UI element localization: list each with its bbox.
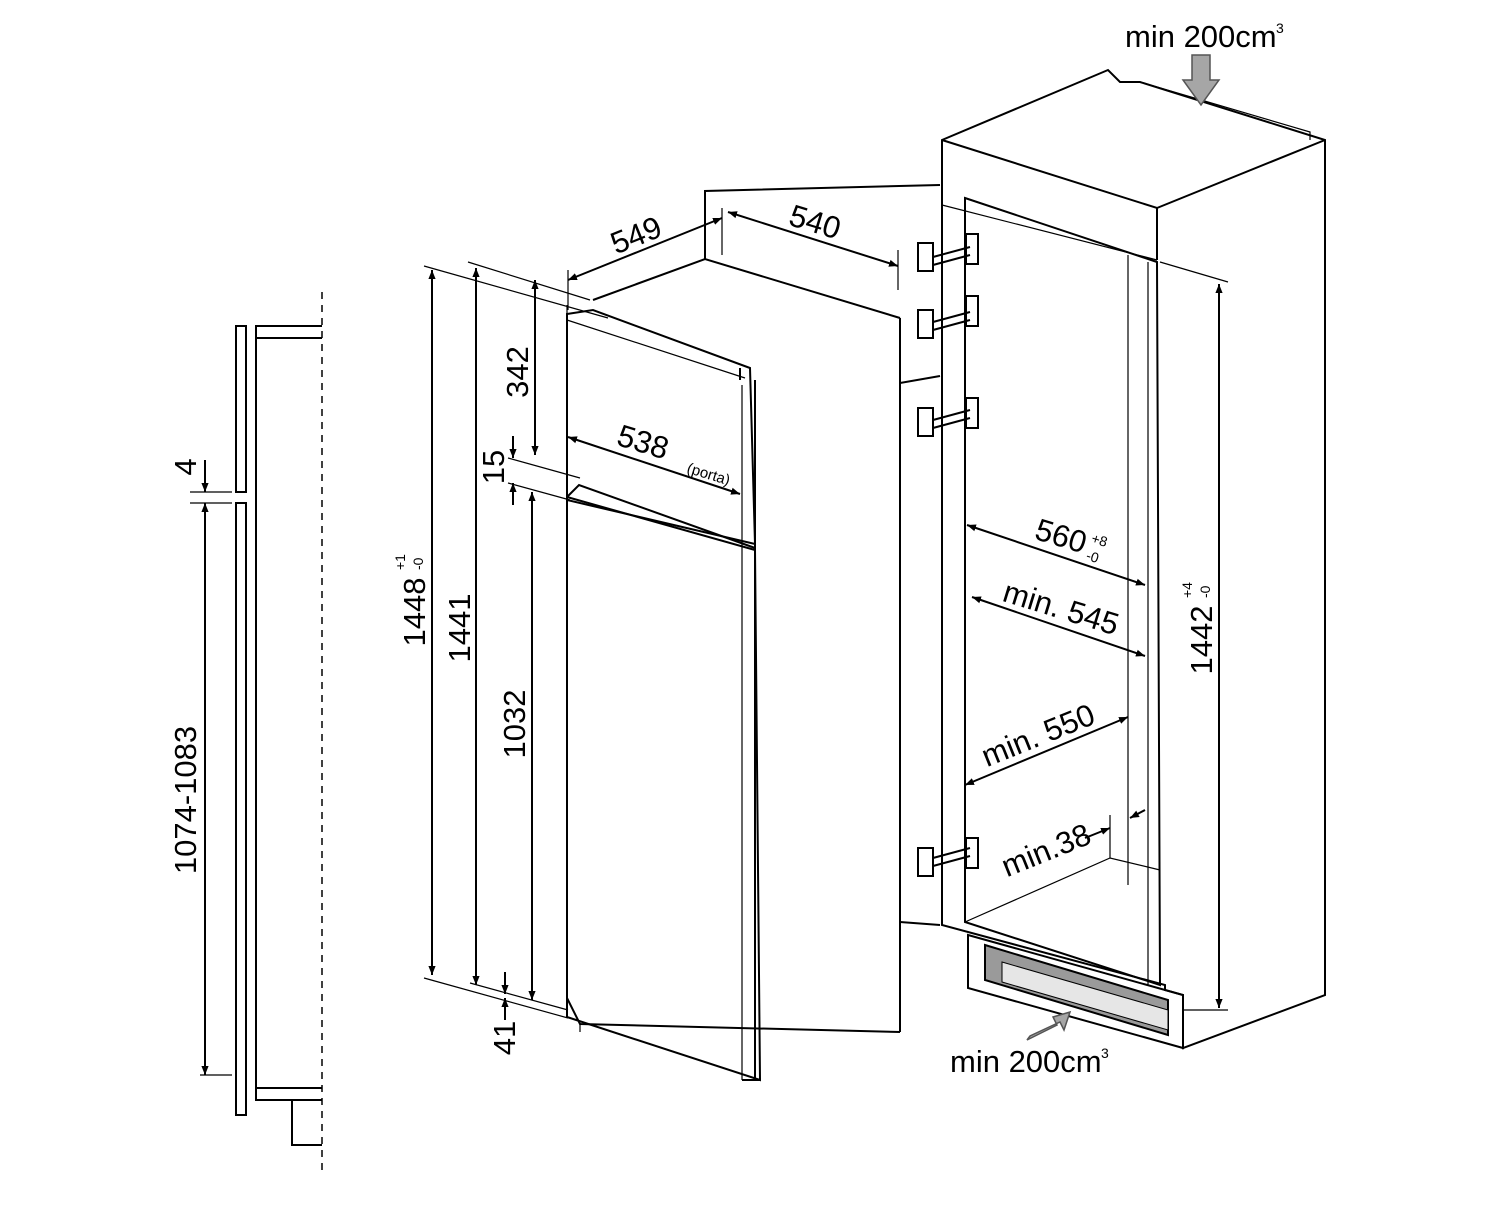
niche-cabinet: min 200cm 3 min 200cm 3 560 +8 -0 min. 5… <box>917 19 1326 1079</box>
depth-dim-line <box>567 217 723 281</box>
svg-text:+8: +8 <box>1090 530 1110 550</box>
hinge-icon <box>917 295 979 339</box>
svg-text:min 200cm: min 200cm <box>1125 19 1277 54</box>
hinge-icon <box>917 397 979 437</box>
door-gap-label: 15 <box>476 450 511 484</box>
lower-door-label: 1074-1083 <box>168 726 203 874</box>
upper-door-panel <box>235 325 247 493</box>
width-dim-line <box>727 211 899 267</box>
svg-text:3: 3 <box>1101 1045 1109 1061</box>
svg-text:1448: 1448 <box>397 578 432 647</box>
width-label: 540 <box>785 198 845 247</box>
svg-text:(porta): (porta) <box>685 460 732 489</box>
top-vent-label: min 200cm 3 <box>1125 19 1284 54</box>
niche-min-depth-dim-line <box>964 716 1129 786</box>
niche-width-label: 560 +8 -0 <box>1031 512 1110 566</box>
top-vent-arrow-icon <box>1181 54 1221 107</box>
svg-text:560: 560 <box>1031 512 1091 561</box>
depth-label: 549 <box>606 209 667 261</box>
appliance-drawing: 549 540 1448 +1 -0 1441 342 15 1032 <box>392 184 941 1082</box>
svg-text:+1: +1 <box>392 554 408 570</box>
niche-width-dim-line <box>966 524 1146 586</box>
gap-label: 4 <box>168 458 203 475</box>
svg-text:1442: 1442 <box>1184 606 1219 675</box>
hinge-icon <box>917 233 979 272</box>
bottom-vent-arrow-icon <box>1026 1010 1072 1041</box>
niche-height-label: 1442 +4 -0 <box>1179 582 1219 675</box>
fridge-door-label: 1032 <box>497 690 532 759</box>
lower-door-panel <box>235 502 247 1116</box>
niche-min-gap-label: min.38 <box>996 817 1095 884</box>
cabinet-outline <box>941 68 1326 1050</box>
svg-text:3: 3 <box>1276 20 1284 36</box>
hinge-icon <box>917 837 979 877</box>
bottom-vent-box <box>967 933 1184 1050</box>
niche-opening <box>964 196 1162 987</box>
bottom-vent-label: min 200cm 3 <box>950 1044 1109 1079</box>
plinth-label: 41 <box>487 1021 522 1055</box>
svg-text:-0: -0 <box>1084 547 1101 566</box>
niche-min-depth-label: min. 550 <box>976 697 1099 774</box>
total-height-label: 1448 +1 -0 <box>392 554 432 647</box>
svg-text:-0: -0 <box>1197 585 1213 598</box>
door-panel-section: 4 1074-1083 <box>168 292 323 1175</box>
door-width-dim-line <box>567 436 741 495</box>
height-label: 1441 <box>442 594 477 663</box>
svg-text:538: 538 <box>613 418 673 467</box>
niche-min-width-dim-line <box>971 596 1146 657</box>
svg-text:+4: +4 <box>1179 582 1195 598</box>
fridge-door <box>566 495 762 1082</box>
appliance-top <box>592 257 901 319</box>
freezer-door-label: 342 <box>500 346 535 398</box>
door-width-label: 538 (porta) <box>613 418 732 489</box>
freezer-door <box>566 308 757 546</box>
cabinet-profile <box>255 325 322 1101</box>
svg-text:-0: -0 <box>410 557 426 570</box>
svg-text:min 200cm: min 200cm <box>950 1044 1102 1079</box>
niche-min-width-label: min. 545 <box>999 574 1123 642</box>
